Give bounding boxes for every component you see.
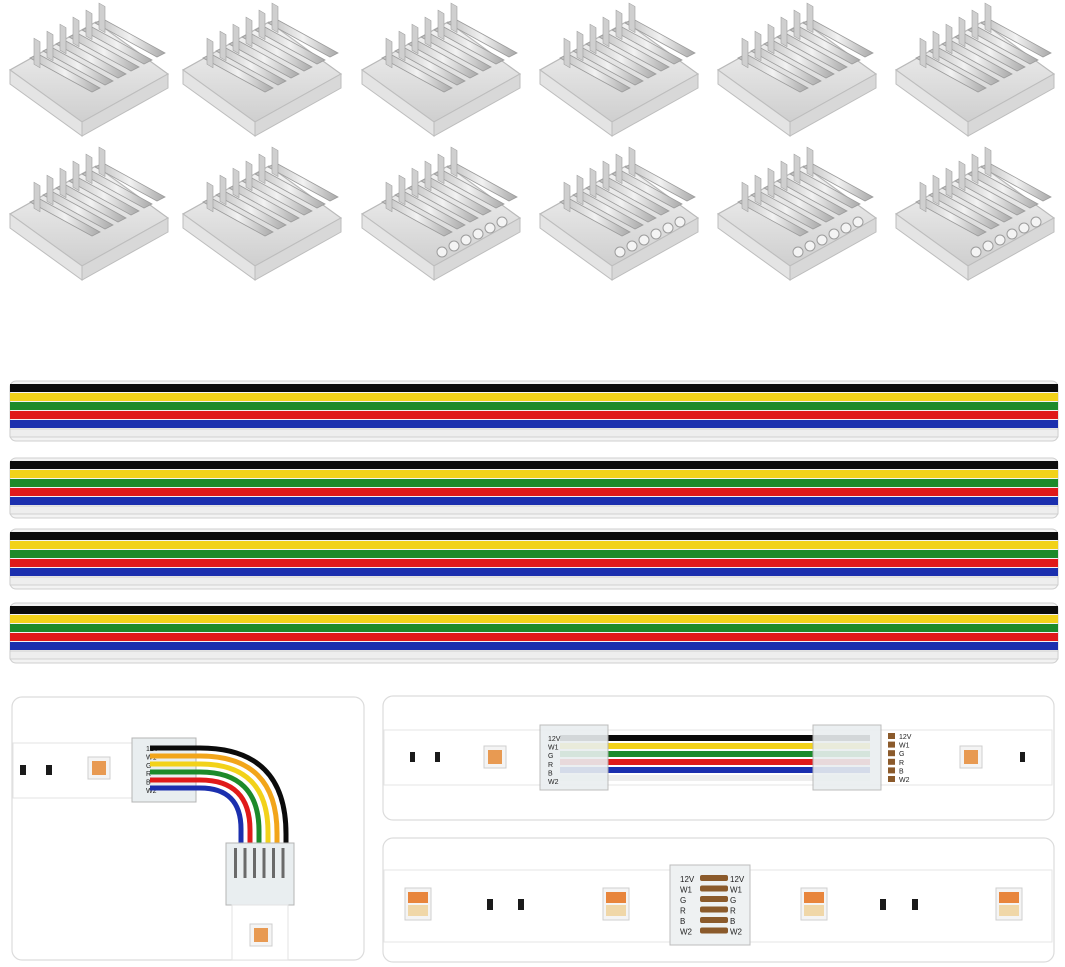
led-chip-icon	[483, 745, 983, 769]
wire	[10, 402, 1058, 410]
pin-label: G	[680, 896, 686, 905]
resistor-icon	[410, 752, 1025, 762]
clip-connector-icon	[716, 2, 878, 137]
l-wire-bundle	[150, 745, 289, 870]
pin-label: W2	[146, 788, 157, 795]
pin-label: R	[548, 762, 553, 769]
ribbon-cable	[9, 528, 1059, 590]
pin-label: W1	[548, 745, 559, 752]
clip-connector-icon	[539, 724, 609, 791]
pin-label: R	[899, 760, 904, 767]
pin-label: 12V	[730, 875, 745, 884]
wire	[9, 428, 1059, 438]
clip-connector-icon	[8, 146, 170, 281]
wire	[150, 785, 244, 870]
wire	[9, 576, 1059, 586]
wire	[10, 606, 1058, 614]
clip-connector-icon	[538, 146, 700, 281]
wire	[10, 488, 1058, 496]
pin-label: B	[899, 768, 904, 775]
wire	[10, 420, 1058, 428]
wire	[10, 479, 1058, 487]
ribbon-cable-group	[9, 380, 1059, 664]
clip-connector-icon	[181, 146, 343, 281]
pin-label: W1	[730, 886, 743, 895]
pin-label: G	[730, 896, 736, 905]
ribbon-cable	[9, 602, 1059, 664]
pin-label: G	[899, 751, 904, 758]
ribbon-cable	[9, 457, 1059, 519]
pin-label: W2	[730, 928, 743, 937]
wire	[10, 568, 1058, 576]
pin-label: W2	[680, 928, 693, 937]
wire	[9, 650, 1059, 660]
extension-wire-bundle	[560, 735, 870, 781]
wire	[10, 461, 1058, 469]
wire	[150, 761, 271, 870]
clip-connector-icon	[716, 146, 878, 281]
wire	[150, 769, 262, 870]
led-chip-icon	[87, 756, 111, 780]
clip-connector-icon	[538, 2, 700, 137]
wire	[10, 532, 1058, 540]
led-chip-row	[404, 887, 1023, 921]
pin-label: W1	[680, 886, 693, 895]
wire	[150, 753, 280, 870]
wire	[10, 541, 1058, 549]
pin-label: B	[548, 770, 553, 777]
clip-connector-icon	[812, 724, 882, 791]
wire	[10, 384, 1058, 392]
wire	[10, 624, 1058, 632]
wire	[10, 470, 1058, 478]
wire	[10, 393, 1058, 401]
pad-contacts	[700, 875, 728, 934]
led-strip-horizontal	[12, 742, 144, 799]
pin-label: B	[730, 917, 735, 926]
pin-label: R	[146, 771, 151, 778]
ribbon-cable	[9, 380, 1059, 442]
wire	[10, 559, 1058, 567]
clip-connector-icon	[894, 146, 1056, 281]
clip-connector-icon	[360, 2, 522, 137]
pin-label: B	[146, 780, 151, 787]
clip-connector-icon	[8, 2, 170, 137]
pin-label: B	[680, 917, 685, 926]
wire	[150, 777, 253, 870]
clip-connector-icon	[894, 2, 1056, 137]
wire	[10, 497, 1058, 505]
wire	[9, 505, 1059, 515]
wire	[150, 745, 289, 870]
wire	[10, 411, 1058, 419]
pin-label: R	[730, 907, 736, 916]
pin-label: W2	[548, 779, 559, 786]
pin-label: 12V	[899, 734, 912, 741]
resistor-row	[487, 899, 918, 910]
pin-label: W1	[899, 743, 910, 750]
clip-connector-icon	[360, 146, 522, 281]
pin-label: 12V	[680, 875, 695, 884]
wire	[10, 642, 1058, 650]
clip-connector-icon	[181, 2, 343, 137]
connector-grid	[8, 2, 1056, 281]
pin-label: W2	[899, 777, 910, 784]
pin-label: G	[146, 763, 151, 770]
pin-contacts	[234, 848, 285, 878]
led-chip-icon	[249, 923, 273, 947]
wire	[10, 633, 1058, 641]
pin-label: 12V	[548, 736, 561, 743]
resistor-icon	[20, 765, 52, 775]
wire	[10, 550, 1058, 558]
pin-label: R	[680, 907, 686, 916]
wire	[10, 615, 1058, 623]
pin-label: G	[548, 753, 553, 760]
